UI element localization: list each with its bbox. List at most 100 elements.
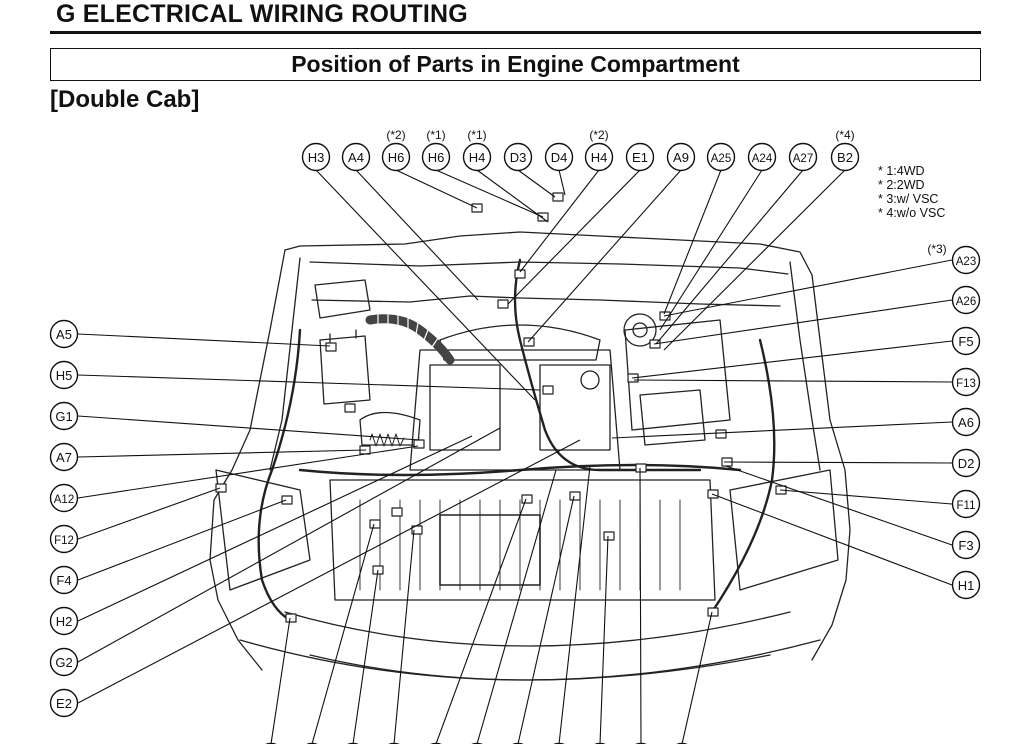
connector [325, 342, 337, 352]
callout-label: A24 [752, 153, 773, 165]
leader-line [355, 169, 479, 301]
right-fender [811, 274, 851, 661]
callout-circle [341, 142, 371, 172]
callout-circle [584, 142, 614, 172]
callout-note: (*4) [835, 128, 854, 142]
callout-circle [49, 688, 79, 718]
callout-note: (*3) [927, 242, 946, 256]
leader-line [393, 529, 415, 744]
callout-label: A26 [956, 296, 976, 308]
connector [391, 507, 403, 517]
callout-note: (*2) [386, 128, 405, 142]
leader-line [77, 415, 421, 441]
callout-label: F5 [958, 334, 973, 349]
leader-line [663, 169, 722, 315]
radiator-frame [329, 479, 716, 601]
leader-line [77, 439, 581, 704]
connector [521, 494, 533, 504]
callout-circle [951, 570, 981, 600]
connector [542, 385, 554, 395]
callout-circle [666, 142, 696, 172]
oil-filler-cap [580, 370, 600, 390]
legend-line: * 4:w/o VSC [878, 206, 945, 220]
radiator-core [439, 514, 541, 586]
leader-lines [77, 169, 953, 744]
leader-line [558, 169, 566, 196]
fuse-box [624, 319, 731, 431]
left-headlight [215, 469, 311, 591]
leader-line [77, 487, 221, 540]
callout-label: H3 [308, 150, 325, 165]
leader-line [507, 169, 641, 305]
callout-label: E2 [56, 696, 72, 711]
harness-right [710, 338, 776, 614]
connector [215, 483, 227, 493]
connector [635, 463, 647, 473]
callout-circle [49, 483, 79, 513]
callout-note: (*2) [589, 128, 608, 142]
connector [523, 337, 535, 347]
air-cleaner [314, 279, 371, 319]
leader-line [558, 465, 591, 744]
callout-circle [49, 606, 79, 636]
leader-line [77, 374, 541, 391]
brake-reservoir-cap [632, 322, 648, 338]
inner-right-panel [789, 261, 821, 471]
callout-label: F4 [56, 573, 71, 588]
leader-line [779, 489, 953, 505]
callout-circle [951, 407, 981, 437]
harness-front [298, 463, 742, 477]
callout-label: F12 [54, 535, 74, 547]
callout-circle [462, 142, 492, 172]
leader-line [77, 435, 473, 622]
leader-line [725, 465, 953, 546]
callout-label: A23 [956, 256, 976, 268]
hood-support-spring [369, 433, 405, 447]
leader-line [77, 333, 331, 347]
radiator-fins [359, 499, 681, 591]
right-headlight [729, 469, 839, 591]
callout-circle [49, 524, 79, 554]
leader-line [476, 169, 549, 223]
callout-circle [301, 142, 331, 172]
callout-label: H1 [958, 578, 975, 593]
callout-circle [625, 142, 655, 172]
leader-line [476, 469, 557, 744]
connector [369, 519, 381, 529]
firewall [309, 261, 789, 275]
callout-label: H2 [56, 614, 73, 629]
legend-line: * 2:2WD [878, 178, 925, 192]
callout-label: A5 [56, 327, 72, 342]
callout-label: D3 [510, 150, 527, 165]
variant-label: [Double Cab] [50, 86, 200, 113]
firewall-ledge [311, 295, 781, 307]
leader-line [435, 169, 544, 218]
leader-line [270, 617, 291, 744]
callout-circle [830, 142, 860, 172]
callout-label: A27 [793, 153, 813, 165]
leader-line [663, 259, 953, 317]
callout-label: D4 [551, 150, 568, 165]
callout-circle [49, 442, 79, 472]
leader-line [517, 169, 556, 198]
callout-label: H5 [56, 368, 73, 383]
callout-circle [951, 326, 981, 356]
connector [603, 531, 615, 541]
harness-left [257, 328, 302, 622]
callout-circle [951, 489, 981, 519]
engine-block [409, 349, 621, 471]
callout-circle [503, 142, 533, 172]
callout-label: A9 [673, 150, 689, 165]
callout-circle [706, 142, 736, 172]
battery-terminals [329, 329, 357, 343]
left-fender [209, 249, 286, 671]
callout-circle [951, 448, 981, 478]
callout-note: (*1) [467, 128, 486, 142]
inner-left-panel [269, 257, 301, 471]
harness-center [513, 258, 702, 472]
leader-line [633, 379, 953, 383]
air-intake-hose [365, 314, 455, 365]
connector [497, 299, 509, 309]
callout-label: A25 [711, 153, 731, 165]
callout-label: B2 [837, 150, 853, 165]
